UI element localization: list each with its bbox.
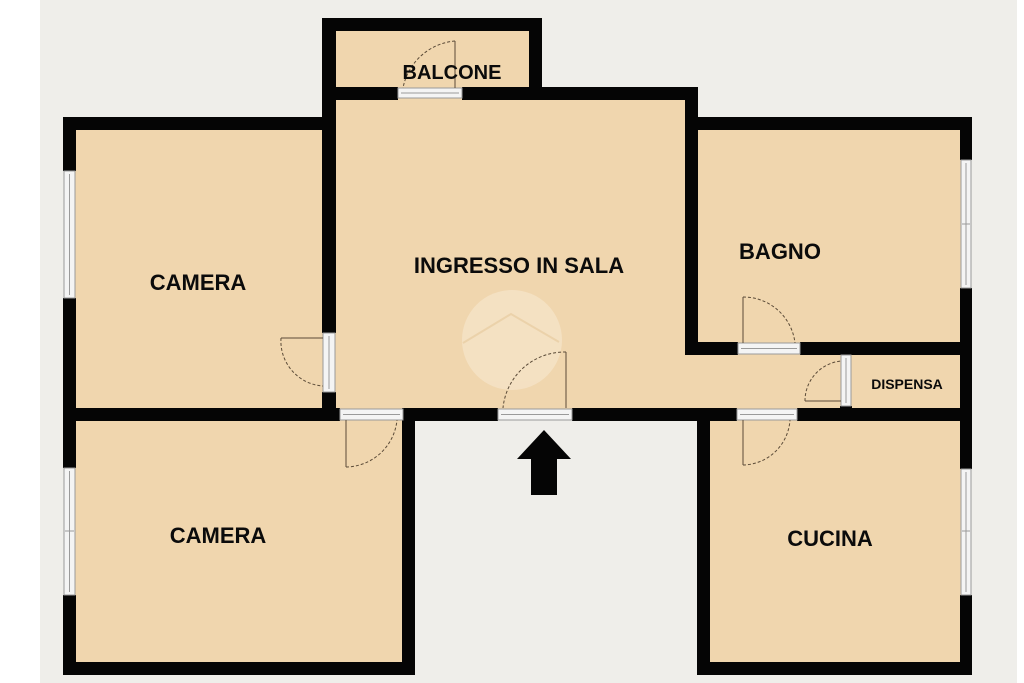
- watermark-logo: [462, 290, 562, 390]
- window-camera-2: [63, 467, 76, 596]
- door-bagno: [737, 296, 801, 355]
- window-bagno: [960, 159, 972, 289]
- room-balcone: [329, 24, 536, 94]
- room-camera-2: [69, 414, 409, 669]
- door-balcone: [397, 40, 463, 99]
- door-camera-2: [339, 408, 404, 468]
- label-dispensa: DISPENSA: [871, 376, 943, 392]
- door-camera-1: [280, 332, 336, 393]
- room-bagno: [690, 123, 966, 349]
- label-balcone: BALCONE: [403, 62, 502, 84]
- window-cucina: [960, 468, 972, 596]
- room-dispensa: [846, 348, 966, 414]
- door-dispensa: [804, 354, 852, 407]
- label-camera-2: CAMERA: [170, 523, 267, 548]
- label-cucina: CUCINA: [787, 526, 873, 551]
- label-bagno: BAGNO: [739, 239, 821, 264]
- windows: [63, 159, 972, 596]
- label-ingresso: INGRESSO IN SALA: [414, 253, 624, 278]
- door-cucina: [736, 408, 798, 466]
- walls: [63, 18, 972, 675]
- up-arrow-icon: [517, 430, 571, 495]
- doors: [280, 40, 852, 468]
- window-camera-1: [63, 170, 76, 299]
- room-cucina: [703, 414, 966, 669]
- room-camera-1: [69, 123, 329, 415]
- label-camera-1: CAMERA: [150, 270, 247, 295]
- room-corridor: [690, 348, 850, 414]
- room-fills: [69, 24, 966, 669]
- door-entrance[interactable]: [497, 351, 573, 421]
